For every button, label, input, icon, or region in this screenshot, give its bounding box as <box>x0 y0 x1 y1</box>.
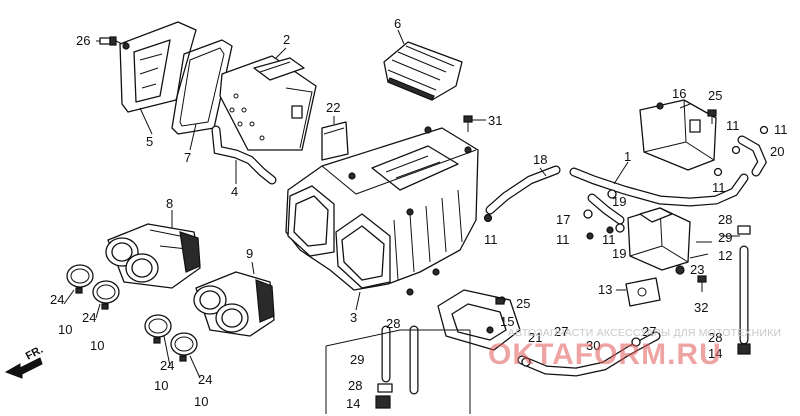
callout-11-f: 11 <box>712 180 726 195</box>
part-clip-27-a <box>521 357 531 367</box>
callout-10-d: 10 <box>194 394 208 409</box>
watermark-logo: OKTAFORM.RU <box>488 338 722 371</box>
callout-11-b: 11 <box>556 232 570 247</box>
part-bracket-lower <box>325 329 471 414</box>
callout-29-right: 29 <box>718 230 732 245</box>
part-hose-1 <box>569 167 749 225</box>
callout-11-a: 11 <box>484 232 498 247</box>
callout-28-left-top: 28 <box>386 316 400 331</box>
callout-26: 26 <box>76 33 90 48</box>
part-bolt-31 <box>463 115 473 132</box>
callout-15: 15 <box>500 314 514 329</box>
watermark-tagline: АВТОЗАПЧАСТИ АКСЕССУАРЫ ДЛЯ МОТОТЕХНИКИ <box>508 327 781 339</box>
part-bolt-25-lower <box>495 297 505 305</box>
callout-6: 6 <box>394 16 401 31</box>
callout-11-c: 11 <box>602 232 616 247</box>
part-plug-13 <box>625 277 661 307</box>
leader-lines <box>63 29 740 379</box>
part-element-2 <box>219 55 317 151</box>
callout-23: 23 <box>690 262 704 277</box>
callout-27-a: 27 <box>554 324 568 339</box>
part-clip-11-f <box>713 167 723 177</box>
part-clamp-24-d <box>170 332 198 362</box>
part-separator-12 <box>627 207 691 271</box>
callout-24-b: 24 <box>82 310 96 325</box>
part-drain-tube-4 <box>211 125 277 185</box>
part-bolt-25-top <box>707 109 717 124</box>
callout-32: 32 <box>694 300 708 315</box>
part-insulator-9 <box>193 271 275 337</box>
part-clip-11-e <box>759 125 769 135</box>
part-hose-18 <box>485 165 561 215</box>
part-insulator-8 <box>105 223 201 289</box>
callout-25-lower: 25 <box>516 296 530 311</box>
callout-3: 3 <box>350 310 357 325</box>
callout-24-d: 24 <box>198 372 212 387</box>
part-clip-19-a <box>607 189 617 199</box>
callout-11-d: 11 <box>726 118 740 133</box>
part-clamp-24-a <box>66 264 94 294</box>
part-clip-11-a <box>483 213 493 223</box>
callout-10-a: 10 <box>58 322 72 337</box>
callout-24-a: 24 <box>50 292 64 307</box>
callout-11-e: 11 <box>774 122 788 137</box>
callout-5: 5 <box>146 134 153 149</box>
callout-17: 17 <box>556 212 570 227</box>
part-clip-17 <box>583 209 593 219</box>
callout-14-left: 14 <box>346 396 360 411</box>
callout-16: 16 <box>672 86 686 101</box>
part-label-22 <box>321 121 349 161</box>
callout-20: 20 <box>770 144 784 159</box>
callout-28-left-bottom: 28 <box>348 378 362 393</box>
part-clip-11-b <box>586 232 594 240</box>
callout-13: 13 <box>598 282 612 297</box>
front-direction-label: FR. <box>24 344 45 363</box>
callout-19-b: 19 <box>612 246 626 261</box>
callout-10-b: 10 <box>90 338 104 353</box>
callout-14-right: 14 <box>708 346 722 361</box>
part-hose-20 <box>737 135 768 177</box>
part-clip-23 <box>675 265 685 275</box>
part-clip-11-d <box>731 145 741 155</box>
part-hose-30 <box>517 331 661 377</box>
callout-22: 22 <box>326 100 340 115</box>
part-case-3 <box>285 126 479 296</box>
callout-9: 9 <box>246 246 253 261</box>
callout-4: 4 <box>231 184 238 199</box>
part-clamp-24-b <box>92 280 120 310</box>
callout-8: 8 <box>166 196 173 211</box>
callout-10-c: 10 <box>154 378 168 393</box>
callout-12: 12 <box>718 248 732 263</box>
part-cover-6 <box>383 41 463 101</box>
callout-7: 7 <box>184 150 191 165</box>
callout-31: 31 <box>488 113 502 128</box>
part-clamp-24-c <box>144 314 172 344</box>
callout-1: 1 <box>624 149 631 164</box>
callout-28-right-top: 28 <box>718 212 732 227</box>
front-direction-arrow: FR. <box>4 344 45 379</box>
part-tube-29-left <box>375 325 419 409</box>
callout-numbers: 26 5 7 4 2 6 22 3 31 18 1 16 25 11 11 20… <box>50 16 788 411</box>
part-clip-15 <box>486 326 494 334</box>
part-case-cover-5 <box>119 21 197 113</box>
callout-24-c: 24 <box>160 358 174 373</box>
callout-18: 18 <box>533 152 547 167</box>
part-clip-11-c <box>606 226 614 234</box>
callout-28-right-bottom: 28 <box>708 330 722 345</box>
part-bolt-32 <box>697 275 707 292</box>
callout-29-left: 29 <box>350 352 364 367</box>
callout-21: 21 <box>528 330 542 345</box>
part-clip-27-b <box>631 337 641 347</box>
callout-2: 2 <box>283 32 290 47</box>
callout-25-top: 25 <box>708 88 722 103</box>
watermark: АВТОЗАПЧАСТИ АКСЕССУАРЫ ДЛЯ МОТОТЕХНИКИ … <box>488 327 781 371</box>
part-clip-19-b <box>615 223 625 233</box>
callout-30: 30 <box>586 338 600 353</box>
callout-19-a: 19 <box>612 194 626 209</box>
callout-27-b: 27 <box>642 324 656 339</box>
part-tube-29-right <box>737 225 751 355</box>
part-chamber-16 <box>639 99 717 171</box>
part-bolt-26 <box>99 36 123 46</box>
